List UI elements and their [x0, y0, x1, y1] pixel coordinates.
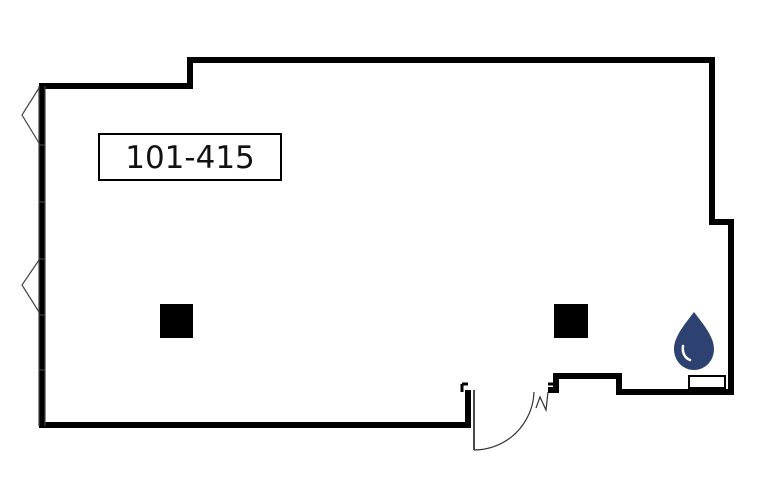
column: [160, 304, 193, 338]
room-number: 101-415: [125, 140, 255, 176]
column: [554, 304, 588, 338]
water-drop-icon: [674, 312, 714, 370]
sink-counter: [688, 375, 726, 389]
exterior-wall: [39, 57, 734, 428]
window-strip: [21, 86, 46, 426]
door: [460, 382, 556, 451]
room-label: 101-415: [98, 133, 282, 181]
